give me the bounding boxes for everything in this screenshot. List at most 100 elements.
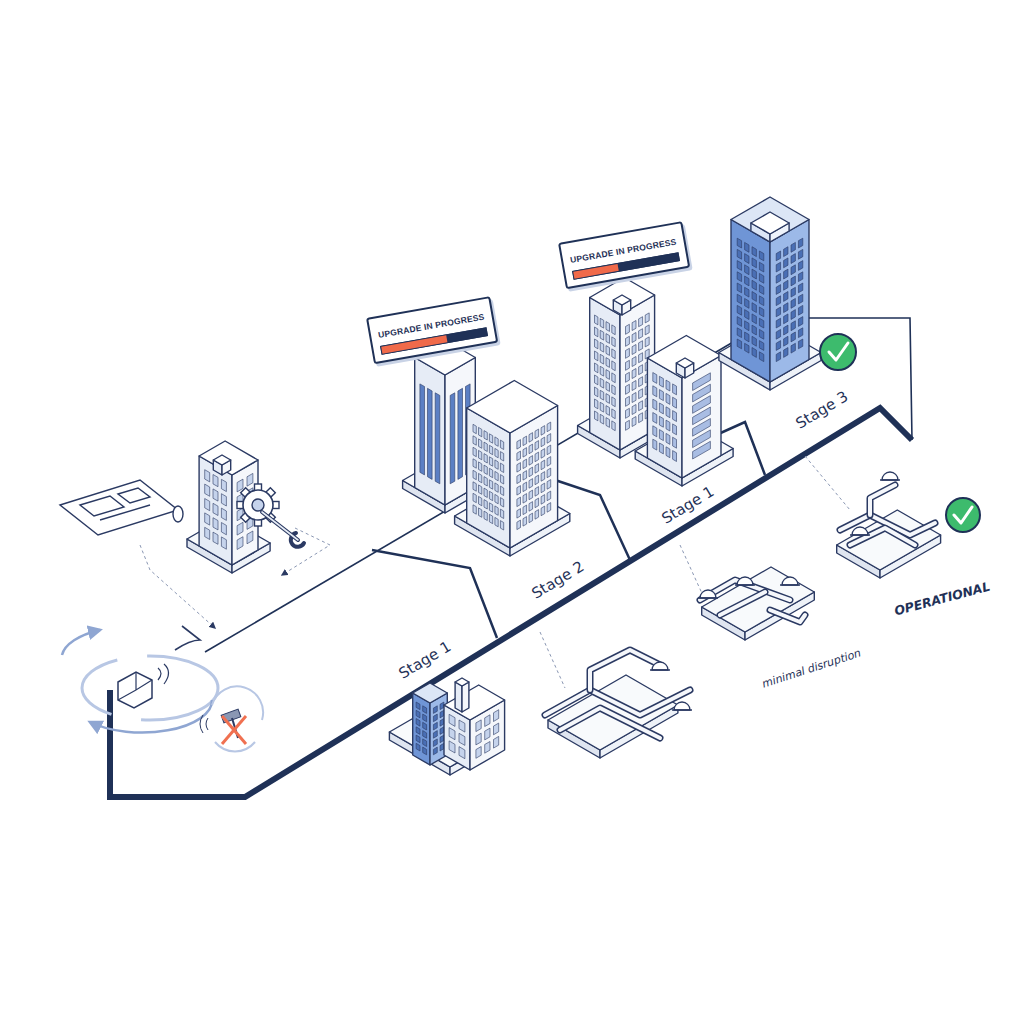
- window: [645, 313, 649, 323]
- stage-label: Stage 1: [393, 635, 458, 685]
- window: [484, 488, 487, 497]
- window: [612, 325, 615, 335]
- window: [606, 394, 610, 404]
- window: [759, 285, 763, 295]
- window: [645, 337, 649, 347]
- window: [626, 396, 630, 406]
- hard-hat-brim: [672, 709, 692, 711]
- window: [433, 722, 437, 730]
- window: [221, 537, 226, 549]
- window: [523, 482, 527, 492]
- check-badge: [946, 498, 980, 532]
- window: [205, 513, 210, 525]
- chimney: [455, 678, 469, 712]
- window: [529, 502, 533, 512]
- dashed-leader: [680, 545, 705, 600]
- window: [639, 413, 643, 423]
- window: [776, 329, 780, 339]
- window: [476, 733, 481, 745]
- window: [517, 520, 521, 530]
- sound-marks: [200, 715, 208, 733]
- window: [791, 310, 795, 320]
- window: [784, 280, 788, 290]
- window: [489, 434, 492, 443]
- window: [529, 456, 533, 466]
- hard-hat-brim: [780, 584, 800, 586]
- window: [205, 484, 210, 496]
- window: [626, 336, 630, 346]
- window: [237, 479, 243, 492]
- window: [495, 471, 498, 480]
- status-label: OPERATIONAL: [889, 576, 994, 619]
- window: [423, 747, 427, 755]
- window: [600, 378, 604, 388]
- window: [523, 471, 527, 481]
- pipe-outline: [560, 708, 660, 738]
- window: [500, 440, 503, 449]
- window: [606, 382, 610, 392]
- roof-unit: [676, 358, 693, 378]
- window: [639, 389, 643, 399]
- window: [495, 448, 498, 457]
- hard-hat: [700, 590, 716, 598]
- window: [484, 511, 487, 520]
- window: [737, 339, 741, 349]
- window: [632, 393, 636, 403]
- window: [489, 503, 492, 512]
- window: [606, 358, 610, 368]
- building-face: [199, 441, 258, 475]
- window: [600, 318, 604, 328]
- check-mark: [829, 343, 848, 360]
- building-face: [213, 455, 230, 465]
- window: [535, 475, 539, 485]
- building-face: [613, 295, 630, 305]
- window: [745, 298, 749, 308]
- window: [500, 463, 503, 472]
- window: [595, 387, 598, 397]
- window: [693, 373, 711, 391]
- window: [612, 385, 615, 395]
- window: [639, 329, 643, 339]
- window: [433, 731, 437, 739]
- building-face: [455, 682, 462, 712]
- window: [776, 318, 780, 328]
- window: [639, 353, 643, 363]
- window: [612, 373, 615, 383]
- building-face: [647, 358, 682, 478]
- window: [500, 475, 503, 484]
- window: [547, 491, 551, 501]
- window: [659, 376, 663, 387]
- work-platform: [702, 567, 815, 640]
- window: [541, 460, 545, 470]
- window: [666, 447, 670, 458]
- window: [495, 517, 498, 526]
- window: [784, 269, 788, 279]
- window: [606, 370, 610, 380]
- window: [626, 324, 630, 334]
- window: [759, 273, 763, 283]
- building-face: [413, 683, 448, 703]
- window: [737, 294, 741, 304]
- hard-hat: [737, 577, 753, 585]
- window: [595, 399, 598, 409]
- check-badges: [820, 334, 980, 532]
- window: [495, 494, 498, 503]
- window: [423, 722, 427, 730]
- progress-banner: UPGRADE IN PROGRESS: [366, 296, 498, 364]
- window: [479, 496, 482, 505]
- window: [473, 470, 476, 479]
- hard-hat-brim: [735, 584, 755, 586]
- window: [612, 337, 615, 347]
- window: [423, 714, 427, 722]
- window: [247, 531, 253, 544]
- pipework: [840, 472, 935, 545]
- window: [798, 305, 802, 315]
- window: [745, 343, 749, 353]
- window: [479, 473, 482, 482]
- building-face: [199, 456, 232, 565]
- window: [798, 317, 802, 327]
- window: [495, 460, 498, 469]
- window: [517, 474, 521, 484]
- window: [745, 242, 749, 252]
- window: [459, 720, 465, 732]
